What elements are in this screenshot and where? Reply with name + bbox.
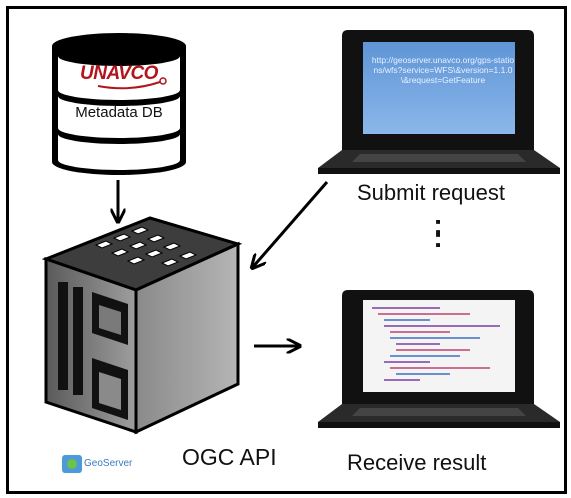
xml-result-lines [372, 307, 500, 381]
ogc-api-label: OGC API [182, 444, 277, 470]
ellipsis-dots: : : [433, 211, 443, 252]
ellipsis-dot-2: : [433, 222, 443, 253]
submit-request-label: Submit request [357, 180, 505, 205]
database-label: Metadata DB [75, 104, 163, 121]
arrow-request-to-server [252, 181, 329, 268]
geoserver-logo-text: GeoServer [84, 458, 133, 469]
unavco-logo-icon [97, 77, 167, 90]
server-icon [41, 216, 243, 435]
unavco-logo-text: UNAVCO [80, 63, 158, 84]
request-url-text: http://geoserver.unavco.org/gps-stations… [371, 55, 515, 85]
receive-result-label: Receive result [347, 450, 487, 475]
geoserver-logo-icon [62, 455, 82, 473]
ellipsis-dot-1: : [433, 209, 443, 240]
laptop-result-icon [318, 290, 560, 428]
database-cylinder-icon [52, 33, 186, 175]
laptop-request-icon [318, 30, 560, 174]
